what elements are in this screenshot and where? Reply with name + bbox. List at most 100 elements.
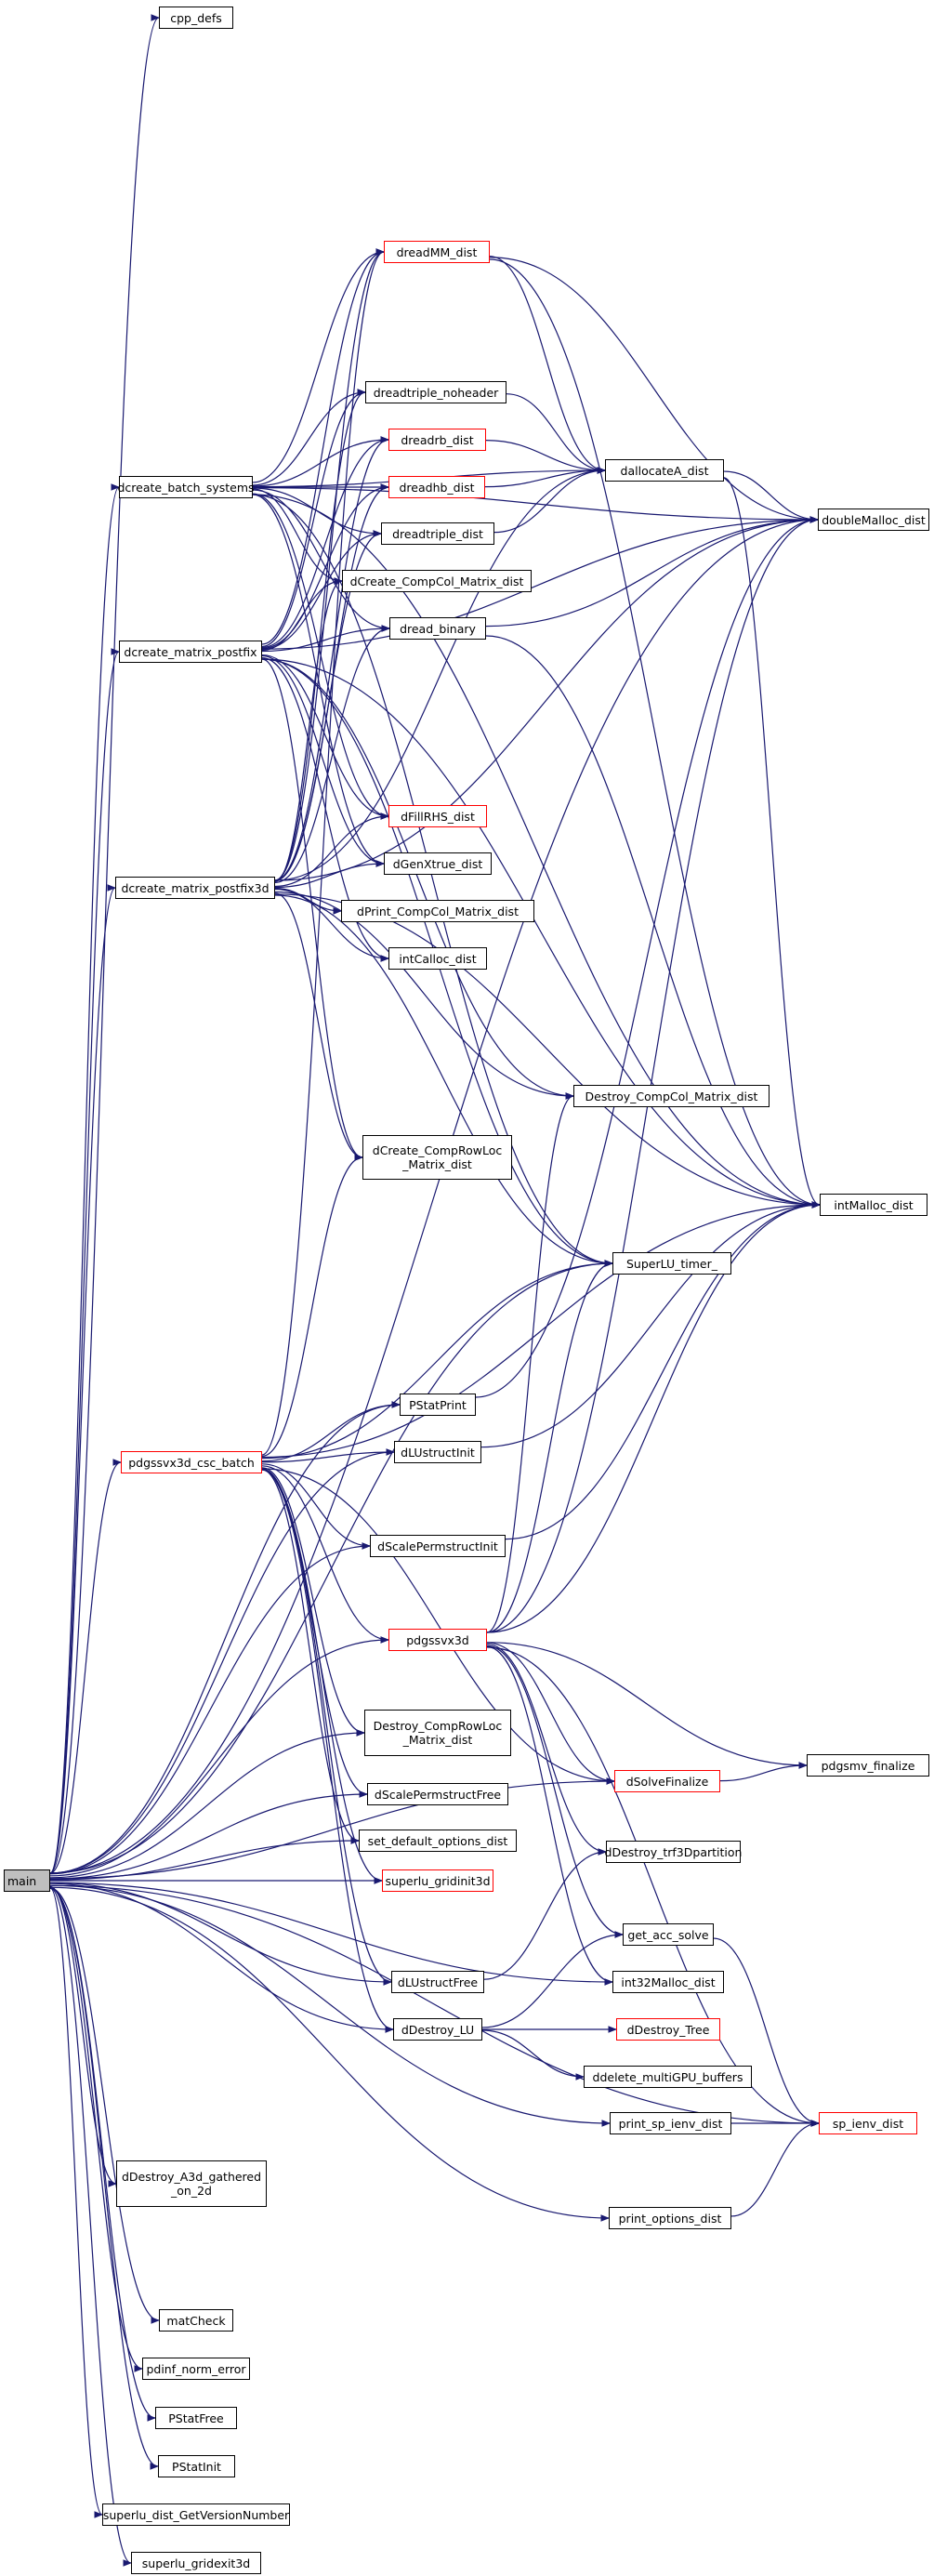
- call-edge-pdgssvx3d-to-dDestroy_trf3Dpartition: [486, 1643, 607, 1856]
- call-edge-pdgssvx3d_csc_batch-to-dDestroy_LU: [261, 1469, 394, 2033]
- node-superlu-gridinit3d[interactable]: superlu_gridinit3d: [382, 1869, 493, 1892]
- call-edge-main-to-superlu_gridexit3d: [49, 1887, 132, 2567]
- node-doublemalloc-dist[interactable]: doubleMalloc_dist: [818, 509, 929, 531]
- call-edge-main-to-matCheck: [49, 1887, 160, 2324]
- node-superlu-gridexit3d[interactable]: superlu_gridexit3d: [131, 2552, 261, 2574]
- call-edge-main-to-Destroy_CompRowLoc_Matrix_dist: [49, 1729, 365, 1879]
- node-dreadrb-dist[interactable]: dreadrb_dist: [388, 429, 486, 451]
- node-dallocatea-dist[interactable]: dallocateA_dist: [605, 459, 724, 482]
- call-edge-dcreate_matrix_postfix3d-to-intMalloc_dist: [274, 893, 821, 1209]
- node-print-options-dist[interactable]: print_options_dist: [609, 2207, 731, 2229]
- call-edge-main-to-PStatInit: [49, 1887, 159, 2470]
- call-edge-dcreate_batch_systems-to-doubleMalloc_dist: [252, 487, 819, 523]
- node-dsolvefinalize[interactable]: dSolveFinalize: [614, 1770, 720, 1792]
- node-dcreate-compcol-matrix-dist[interactable]: dCreate_CompCol_Matrix_dist: [342, 570, 532, 592]
- call-edge-dcreate_matrix_postfix3d-to-intCalloc_dist: [274, 888, 389, 962]
- call-edge-dcreate_matrix_postfix3d-to-dPrint_CompCol_Matrix_dist: [274, 887, 342, 915]
- node-dcreate-comprowloc-matrix-dist[interactable]: dCreate_CompRowLoc _Matrix_dist: [362, 1135, 512, 1180]
- call-edge-dDestroy_LU-to-get_acc_solve: [481, 1931, 624, 2028]
- call-edge-pdgssvx3d-to-pdgsmv_finalize: [486, 1642, 808, 1769]
- call-edge-dcreate_matrix_postfix3d-to-dreadrb_dist: [274, 436, 389, 881]
- call-edge-dcreate_matrix_postfix-to-dreadrb_dist: [261, 436, 389, 649]
- node-main[interactable]: main: [4, 1869, 50, 1892]
- node-get-acc-solve[interactable]: get_acc_solve: [623, 1923, 714, 1946]
- node-dcreate-batch-systems[interactable]: dcreate_batch_systems: [117, 476, 255, 498]
- node-dscalepermstructfree[interactable]: dScalePermstructFree: [367, 1783, 508, 1805]
- node-dscalepermstructinit[interactable]: dScalePermstructInit: [370, 1535, 506, 1557]
- call-edge-pdgssvx3d-to-int32Malloc_dist: [486, 1645, 613, 1986]
- call-edge-dcreate_batch_systems-to-dreadtriple_noheader: [252, 389, 366, 486]
- call-edge-dallocateA_dist-to-doubleMalloc_dist: [723, 470, 819, 523]
- call-edge-dcreate_batch_systems-to-dreadMM_dist: [252, 248, 385, 483]
- node-pstatinit[interactable]: PStatInit: [158, 2455, 235, 2477]
- call-edge-main-to-pdinf_norm_error: [49, 1887, 143, 2372]
- node-pdgssvx3d[interactable]: pdgssvx3d: [388, 1629, 487, 1651]
- call-edge-pdgssvx3d-to-Destroy_CompCol_Matrix_dist: [486, 1092, 574, 1633]
- call-edge-dcreate_matrix_postfix-to-dreadhb_dist: [261, 483, 389, 650]
- call-edge-print_options_dist-to-sp_ienv_dist: [730, 2120, 820, 2217]
- node-ddestroy-tree[interactable]: dDestroy_Tree: [616, 2018, 720, 2041]
- call-edge-main-to-superlu_dist_GetVersionNumber: [49, 1887, 103, 2518]
- node-sp-ienv-dist[interactable]: sp_ienv_dist: [819, 2112, 917, 2134]
- node-intcalloc-dist[interactable]: intCalloc_dist: [388, 947, 487, 970]
- node-pdinf-norm-error[interactable]: pdinf_norm_error: [142, 2358, 250, 2380]
- node-pdgsmv-finalize[interactable]: pdgsmv_finalize: [807, 1754, 929, 1777]
- call-edge-dreadrb_dist-to-dallocateA_dist: [485, 440, 606, 474]
- call-edge-dcreate_matrix_postfix-to-dreadtriple_dist: [261, 530, 382, 651]
- call-edge-dcreate_matrix_postfix-to-dreadtriple_noheader: [261, 389, 366, 648]
- call-edge-dreadhb_dist-to-dallocateA_dist: [484, 467, 606, 488]
- call-edge-dallocateA_dist-to-intMalloc_dist: [723, 477, 821, 1209]
- node-destroy-compcol-matrix-dist[interactable]: Destroy_CompCol_Matrix_dist: [573, 1085, 770, 1107]
- node-dreadtriple-noheader[interactable]: dreadtriple_noheader: [365, 381, 506, 403]
- call-edge-main-to-sp_ienv_dist: [49, 1884, 820, 2127]
- call-edge-dcreate_matrix_postfix3d-to-dreadtriple_noheader: [274, 389, 366, 881]
- node-pdgssvx3d-csc-batch[interactable]: pdgssvx3d_csc_batch: [121, 1451, 262, 1473]
- node-dcreate-matrix-postfix[interactable]: dcreate_matrix_postfix: [119, 641, 262, 663]
- call-edge-main-to-print_sp_ienv_dist: [49, 1884, 611, 2127]
- node-dreadmm-dist[interactable]: dreadMM_dist: [384, 241, 490, 263]
- node-destroy-comprowloc-matrix-dist[interactable]: Destroy_CompRowLoc _Matrix_dist: [364, 1710, 511, 1756]
- node-set-default-options-dist[interactable]: set_default_options_dist: [359, 1830, 517, 1852]
- call-edge-pdgssvx3d_csc_batch-to-pdgssvx3d: [261, 1465, 389, 1644]
- call-edge-dreadMM_dist-to-dallocateA_dist: [489, 256, 606, 474]
- node-dreadhb-dist[interactable]: dreadhb_dist: [388, 476, 485, 498]
- node-intmalloc-dist[interactable]: intMalloc_dist: [820, 1194, 927, 1216]
- node-superlu-timer[interactable]: SuperLU_timer_: [612, 1252, 731, 1275]
- node-matcheck[interactable]: matCheck: [159, 2309, 233, 2332]
- call-edge-pdgssvx3d_csc_batch-to-PStatPrint: [261, 1401, 401, 1462]
- node-ddestroy-lu[interactable]: dDestroy_LU: [393, 2018, 482, 2041]
- call-edge-dcreate_matrix_postfix3d-to-dCreate_CompRowLoc_Matrix_dist: [274, 892, 363, 1161]
- call-edge-main-to-set_default_options_dist: [49, 1837, 360, 1881]
- node-dlustructfree[interactable]: dLUstructFree: [391, 1971, 484, 1993]
- node-pstatprint[interactable]: PStatPrint: [400, 1394, 476, 1416]
- call-edge-main-to-pdgssvx3d_csc_batch: [49, 1459, 122, 1874]
- node-dreadtriple-dist[interactable]: dreadtriple_dist: [381, 522, 494, 545]
- node-cpp-defs[interactable]: cpp_defs: [159, 7, 233, 29]
- node-print-sp-ienv-dist[interactable]: print_sp_ienv_dist: [610, 2112, 731, 2134]
- call-edge-main-to-dScalePermstructFree: [49, 1790, 368, 1880]
- node-dprint-compcol-matrix-dist[interactable]: dPrint_CompCol_Matrix_dist: [341, 900, 534, 922]
- node-superlu-dist-getversionnumber[interactable]: superlu_dist_GetVersionNumber: [102, 2503, 290, 2526]
- call-edge-pdgssvx3d_csc_batch-to-intMalloc_dist: [261, 1201, 821, 1459]
- node-dlustructinit[interactable]: dLUstructInit: [394, 1441, 481, 1463]
- node-dread-binary[interactable]: dread_binary: [389, 617, 486, 640]
- node-pstatfree[interactable]: PStatFree: [155, 2407, 237, 2429]
- call-edge-dcreate_matrix_postfix3d-to-dCreate_CompCol_Matrix_dist: [274, 577, 343, 882]
- call-edge-dcreate_matrix_postfix-to-Destroy_CompCol_Matrix_dist: [261, 658, 574, 1100]
- node-ddestroy-trf3dpartition[interactable]: dDestroy_trf3Dpartition: [605, 1841, 742, 1863]
- call-edge-main-to-dDestroy_A3d_gathered_on_2d: [49, 1885, 117, 2187]
- call-edge-pdgssvx3d_csc_batch-to-Destroy_CompRowLoc_Matrix_dist: [261, 1467, 365, 1737]
- call-edge-dLUstructFree-to-dDestroy_trf3Dpartition: [483, 1848, 607, 1980]
- node-ddelete-multigpu-buffers[interactable]: ddelete_multiGPU_buffers: [584, 2066, 752, 2088]
- node-dfillrhs-dist[interactable]: dFillRHS_dist: [388, 805, 487, 827]
- node-ddestroy-a3d-gathered-on-2d[interactable]: dDestroy_A3d_gathered _on_2d: [116, 2160, 267, 2207]
- call-edge-pdgssvx3d-to-doubleMalloc_dist: [486, 516, 819, 1633]
- call-edge-pdgssvx3d_csc_batch-to-dLUstructInit: [261, 1448, 395, 1463]
- call-edge-dcreate_matrix_postfix-to-dreadMM_dist: [261, 248, 385, 645]
- node-dcreate-matrix-postfix3d[interactable]: dcreate_matrix_postfix3d: [115, 877, 275, 899]
- call-edge-dcreate_matrix_postfix3d-to-doubleMalloc_dist: [274, 516, 819, 881]
- node-int32malloc-dist[interactable]: int32Malloc_dist: [612, 1971, 724, 1993]
- node-dgenxtrue-dist[interactable]: dGenXtrue_dist: [384, 852, 492, 875]
- call-edge-dcreate_matrix_postfix-to-intMalloc_dist: [261, 658, 821, 1209]
- call-edge-dcreate_matrix_postfix3d-to-dreadtriple_dist: [274, 530, 382, 881]
